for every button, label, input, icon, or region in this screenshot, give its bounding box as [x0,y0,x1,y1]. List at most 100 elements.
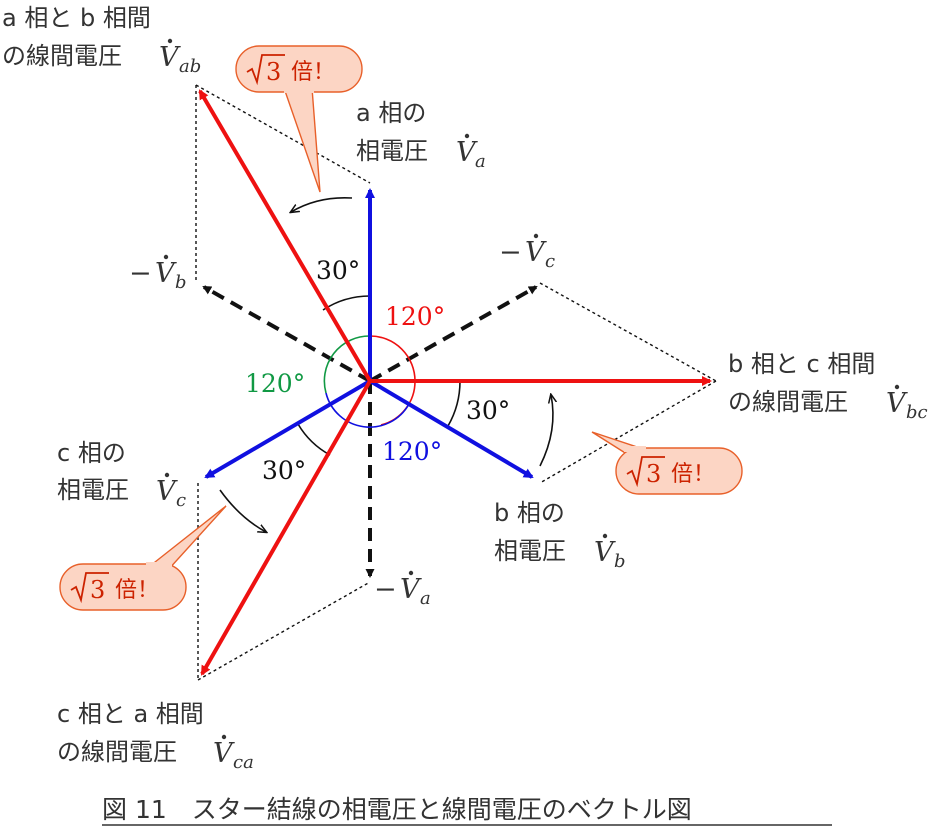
svg-text:a 相と b 相間: a 相と b 相間 [2,4,151,32]
label-vbc: b 相と c 相間 の線間電圧 V bc [728,350,928,423]
label-vc: c 相の 相電圧 V c [57,439,186,511]
label-neg-vb: − V b [129,254,187,293]
svg-text:3: 3 [646,460,661,488]
svg-text:V: V [213,738,235,769]
svg-text:ab: ab [179,56,201,77]
svg-text:相電圧: 相電圧 [494,537,566,565]
svg-text:V: V [400,574,422,605]
arc-30-bc [447,380,461,427]
svg-text:ca: ca [233,752,254,773]
callout-bubble-bc [615,447,743,495]
svg-text:V: V [456,137,478,168]
dotted-bc-bottom [539,380,717,484]
svg-text:3: 3 [90,576,105,604]
phase-vectors [204,188,534,479]
dot-vbc [894,384,900,390]
dot-neg-vb [163,254,169,260]
callout-bc: 3 倍！ [591,431,743,495]
arc-green-120 [323,335,371,394]
vc-vector [204,379,372,479]
line-vectors [198,89,712,676]
dot-va [464,133,470,139]
callout-seam-ca [146,562,172,568]
dotted-ca-bottom [197,581,371,681]
label-neg-va: − V a [374,570,431,609]
svg-text:V: V [155,258,177,289]
callout-ca: 3 倍！ [59,505,227,611]
construction-lines [195,84,717,681]
sqrt-sign-ca [70,572,109,604]
vab-vector [198,89,372,383]
svg-text:の線間電圧: の線間電圧 [57,738,177,766]
svg-text:c: c [176,490,186,511]
svg-text:−: − [129,258,152,289]
label-neg-vc: − V c [499,233,555,272]
dot-vc [164,472,170,478]
callout-seam-bc [624,446,646,452]
label-va: a 相の 相電圧 V a [356,99,486,172]
arc-30-ca [297,423,331,456]
dot-vca [221,734,227,740]
angle-30-bc: 30° [466,396,510,425]
rotation-arrows [219,196,553,532]
svg-text:a: a [420,588,431,609]
svg-text:V: V [886,388,908,419]
arc-red-120-a [369,335,416,382]
label-vb: b 相の 相電圧 V b [494,499,626,572]
figure-caption: 図 11 スター結線の相電圧と線間電圧のベクトル図 [102,795,692,824]
svg-text:3: 3 [266,58,281,86]
angle-120-red: 120° [385,302,445,331]
dotted-ab-top [195,84,371,184]
svg-text:の線間電圧: の線間電圧 [728,388,848,416]
callout-tail-ca [148,505,227,571]
rotation-arrow-ab [291,196,353,212]
svg-text:c: c [545,251,555,272]
svg-text:相電圧: 相電圧 [57,476,129,504]
angle-120-blue: 120° [382,437,442,466]
arc-blue-120 [325,392,410,428]
arc-30-ab [322,295,371,311]
label-vab: a 相と b 相間 の線間電圧 V ab [2,4,201,77]
svg-text:相電圧: 相電圧 [356,137,428,165]
negative-vectors [202,285,538,578]
dot-vb [602,533,608,539]
neg-vc-vector [369,285,538,383]
neg-vb-vector [202,285,371,383]
svg-text:b: b [175,272,187,293]
callout-ab: 3 倍！ [235,45,363,193]
svg-text:倍！: 倍！ [671,462,715,487]
svg-text:V: V [594,537,616,568]
sqrt-sign-ab [246,54,285,86]
callout-tail-ab [283,87,321,193]
dot-neg-vc [533,233,539,239]
svg-text:の線間電圧: の線間電圧 [2,42,122,70]
svg-text:b: b [614,551,626,572]
svg-text:c 相と a 相間: c 相と a 相間 [57,700,204,728]
label-vca: c 相と a 相間 の線間電圧 V ca [57,700,254,773]
svg-text:−: − [374,574,397,605]
vca-vector [200,380,372,676]
angle-30-ca: 30° [262,456,306,485]
svg-text:a 相の: a 相の [356,99,426,127]
svg-text:V: V [525,237,547,268]
callout-seam-ab [284,87,314,93]
vb-vector [368,379,534,479]
svg-text:−: − [499,237,522,268]
svg-text:倍！: 倍！ [115,578,159,603]
svg-text:b 相と c 相間: b 相と c 相間 [728,350,875,378]
svg-text:b 相の: b 相の [494,499,565,527]
dot-neg-va [408,570,414,576]
svg-text:a: a [475,151,486,172]
angle-30-ab: 30° [316,256,360,285]
angle-120-green: 120° [245,369,305,398]
svg-text:bc: bc [906,402,928,423]
dot-vab [167,38,173,44]
callout-bubble-ca [59,563,187,611]
svg-text:V: V [159,42,181,73]
rotation-arrow-ca [219,489,266,532]
svg-text:c 相の: c 相の [57,439,126,467]
sqrt-sign-bc [626,456,665,488]
svg-text:V: V [156,476,178,507]
